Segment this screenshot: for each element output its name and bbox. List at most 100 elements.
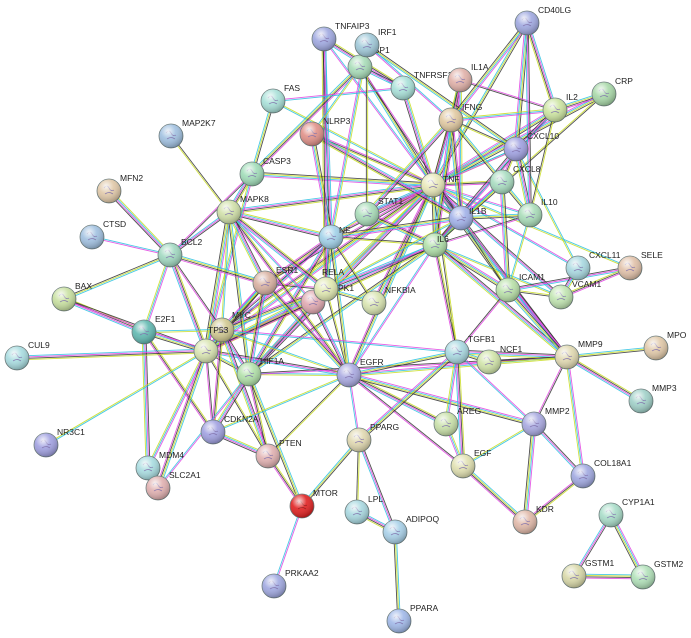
edge-il6-il10[interactable] xyxy=(434,213,531,247)
node-cd40lg[interactable]: CD40LG xyxy=(514,5,571,36)
node-myc[interactable]: MYC xyxy=(209,310,251,343)
edge-tp53-slc2a1[interactable] xyxy=(155,350,209,489)
edge-rela-egfr[interactable] xyxy=(324,288,351,376)
node-egf[interactable]: EGF xyxy=(450,448,491,479)
edge-mmp9-mmp2[interactable] xyxy=(533,356,568,425)
node-fas[interactable]: FAS xyxy=(260,83,300,114)
node-esr1[interactable]: ESR1 xyxy=(252,265,298,296)
node-cxcl11[interactable]: CXCL11 xyxy=(565,250,621,281)
edge-tgfb1-mmp2[interactable] xyxy=(456,351,535,425)
node-nfkb1[interactable]: NF xyxy=(318,224,350,250)
edge-il6-nfkb1[interactable] xyxy=(330,235,436,247)
edge-il6-vcam1[interactable] xyxy=(434,243,562,299)
edge-tgfb1-icam1[interactable] xyxy=(456,289,509,353)
node-pparg[interactable]: PPARG xyxy=(346,422,399,453)
node-il1a[interactable]: IL1A xyxy=(447,62,489,93)
edge-mapk8-hif1a[interactable] xyxy=(227,211,251,375)
edge-mmp9-icam1[interactable] xyxy=(506,288,569,359)
node-bax[interactable]: BAX xyxy=(51,281,92,312)
edge-myc-pten[interactable] xyxy=(219,329,271,457)
node-e2f1[interactable]: E2F1 xyxy=(131,314,176,345)
edge-il1b-rela[interactable] xyxy=(325,217,462,290)
node-nr3c1[interactable]: NR3C1 xyxy=(33,427,85,458)
edge-tgfb1-egf[interactable] xyxy=(454,351,466,467)
edge-pparg-adipoq[interactable] xyxy=(357,439,397,533)
node-mdm4[interactable]: MDM4 xyxy=(135,450,184,481)
edge-il1b-nfkb1[interactable] xyxy=(330,215,462,240)
edge-tnf-nlrp3[interactable] xyxy=(311,132,434,187)
node-il6[interactable]: IL6 xyxy=(422,232,449,258)
node-cxcl10[interactable]: CXCL10 xyxy=(503,131,559,162)
edge-nfkb1-mapk8[interactable] xyxy=(228,209,332,240)
edge-il6-tgfb1[interactable] xyxy=(433,244,459,353)
edge-bcl2-tp53[interactable] xyxy=(167,254,209,352)
edge-cd40lg-il10[interactable] xyxy=(525,22,532,216)
edge-mmp9-mpo[interactable] xyxy=(566,346,657,359)
edge-il6-egfr[interactable] xyxy=(348,244,436,376)
edge-hif1a-esr1[interactable] xyxy=(246,282,268,375)
edge-mmp2-egf[interactable] xyxy=(462,423,535,467)
node-vcam1[interactable]: VCAM1 xyxy=(548,279,602,310)
node-sele[interactable]: SELE xyxy=(617,250,663,281)
node-crp[interactable]: CRP xyxy=(591,76,633,107)
edge-cxcl10-irf1[interactable] xyxy=(365,43,518,151)
edge-egfr-egf[interactable] xyxy=(348,374,464,467)
node-irf1[interactable]: IRF1 xyxy=(354,27,397,58)
edge-bcl2-e2f1[interactable] xyxy=(142,254,172,333)
edge-nfkb1-egfr[interactable] xyxy=(329,236,351,376)
edge-cxcl10-cxcl11[interactable] xyxy=(515,148,579,269)
node-ctsd[interactable]: CTSD xyxy=(79,219,126,250)
edge-il2-ifng[interactable] xyxy=(450,108,556,122)
edge-egfr-mapk1[interactable] xyxy=(311,301,351,376)
edge-il6-cxcl10[interactable] xyxy=(433,147,518,247)
node-mapk8[interactable]: MAPK8 xyxy=(216,194,269,225)
node-icam1[interactable]: ICAM1 xyxy=(495,272,545,303)
edge-egfr-pten[interactable] xyxy=(267,374,350,457)
edge-vcam1-sele[interactable] xyxy=(560,266,631,299)
edge-mapk8-esr1[interactable] xyxy=(226,210,268,285)
edge-il1b-ifng[interactable] xyxy=(448,119,464,219)
node-mpo[interactable]: MPO xyxy=(643,330,687,361)
edge-mmp2-kdr[interactable] xyxy=(522,423,537,523)
node-tnfaip3[interactable]: TNFAIP3 xyxy=(311,21,370,52)
node-mmp2[interactable]: MMP2 xyxy=(521,406,570,437)
node-lpl[interactable]: LPL xyxy=(344,494,383,525)
edge-il2-cd40lg[interactable] xyxy=(524,22,558,111)
edge-bcl2-ctsd[interactable] xyxy=(91,235,171,257)
node-gstm2[interactable]: GSTM2 xyxy=(630,559,684,590)
node-nfkbia[interactable]: NFKBIA xyxy=(361,285,416,316)
edge-fas-tnfrsf1a[interactable] xyxy=(272,86,404,103)
node-il10[interactable]: IL10 xyxy=(517,197,558,228)
edge-bcl2-bax[interactable] xyxy=(63,253,171,301)
edge-bcl2-myc[interactable] xyxy=(169,254,223,331)
edge-icam1-il10[interactable] xyxy=(506,214,532,291)
node-map2k7[interactable]: MAP2K7 xyxy=(158,118,216,149)
edge-mapk8-rela[interactable] xyxy=(227,210,328,291)
edge-pparg-tgfb1[interactable] xyxy=(357,350,459,442)
edge-ifng-il10[interactable] xyxy=(449,118,532,217)
node-cyp1a1[interactable]: CYP1A1 xyxy=(598,497,655,528)
edge-tp53-nr3c1[interactable] xyxy=(45,350,207,446)
node-mtor[interactable]: MTOR xyxy=(289,488,338,519)
edge-mmp9-col18a1[interactable] xyxy=(565,356,585,477)
node-mapk1l[interactable]: PK1 xyxy=(338,283,354,293)
edge-il2-il10[interactable] xyxy=(528,109,557,216)
edge-ifng-stat1[interactable] xyxy=(365,118,453,216)
edge-casp3-casp1[interactable] xyxy=(250,65,362,176)
node-tgfb1[interactable]: TGFB1 xyxy=(444,334,496,365)
edge-tgfb1-mmp9[interactable] xyxy=(456,349,568,360)
edge-egfr-esr1[interactable] xyxy=(263,281,351,377)
edge-tnf-vcam1[interactable] xyxy=(431,183,563,299)
edge-mapk8-mapk1[interactable] xyxy=(228,211,314,303)
edge-myc-tgfb1[interactable] xyxy=(221,328,458,354)
node-col18a1[interactable]: COL18A1 xyxy=(570,458,632,489)
edge-casp3-fas[interactable] xyxy=(250,100,275,175)
edge-nfkb1-nfkbia[interactable] xyxy=(330,236,375,304)
node-adipoq[interactable]: ADIPOQ xyxy=(382,514,439,545)
node-il1b[interactable]: IL1B xyxy=(448,205,487,231)
edge-bcl2-mfn2[interactable] xyxy=(107,189,172,257)
edge-e2f1-mdm4[interactable] xyxy=(141,331,151,469)
node-casp1[interactable]: ASP1 xyxy=(347,45,390,80)
edge-mmp9-mmp3[interactable] xyxy=(565,354,643,404)
edge-tp53-cul9[interactable] xyxy=(16,348,207,361)
